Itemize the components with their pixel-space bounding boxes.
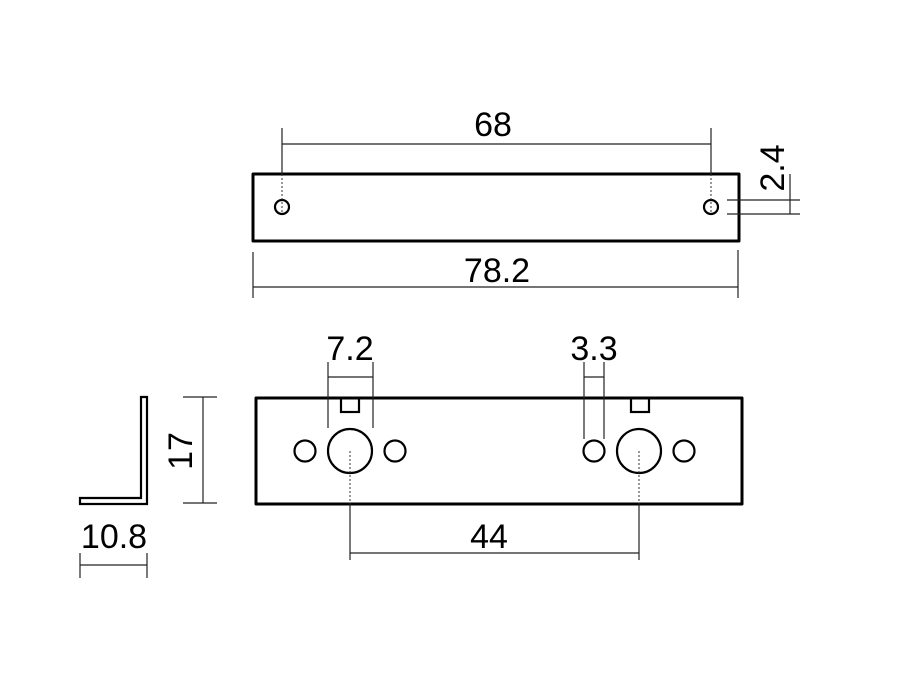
dim-17-label: 17 <box>162 432 200 470</box>
dim-3-3-label: 3.3 <box>570 330 617 368</box>
left-inner-small-hole <box>383 439 407 463</box>
left-outer-small-hole <box>293 439 317 463</box>
dim-2-4-label: 2.4 <box>754 144 792 191</box>
dim-78-2-label: 78.2 <box>464 252 530 290</box>
dim-68-label: 68 <box>474 106 512 144</box>
front-view-plate-outline <box>254 396 744 506</box>
left-notch <box>339 396 361 414</box>
right-notch <box>629 396 651 414</box>
side-view: 17 10.8 <box>78 395 217 578</box>
l-profile-outline <box>78 395 149 506</box>
right-outer-small-hole <box>672 439 696 463</box>
right-inner-small-hole <box>582 439 606 463</box>
top-view: 68 78.2 2.4 <box>251 106 800 298</box>
dim-44-label: 44 <box>470 518 508 556</box>
dim-7-2-label: 7.2 <box>326 330 373 368</box>
dim-10-8-label: 10.8 <box>81 518 147 556</box>
top-view-plate-outline <box>251 172 741 243</box>
front-view: 7.2 3.3 44 <box>254 330 744 560</box>
